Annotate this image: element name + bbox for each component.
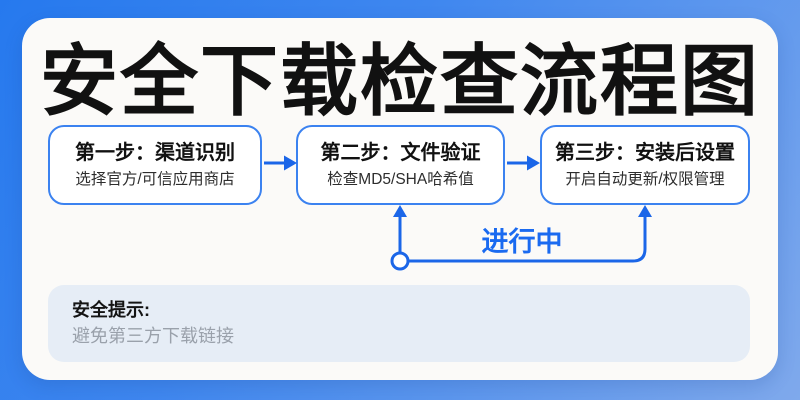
flow-step-1-box: 第一步：渠道识别 选择官方/可信应用商店: [48, 125, 262, 205]
security-note-box: 安全提示: 避免第三方下载链接: [48, 285, 750, 362]
security-note-title: 安全提示:: [72, 300, 150, 320]
flow-step-1-subtitle: 选择官方/可信应用商店: [75, 171, 235, 188]
arrowhead-up-step2-icon: [393, 205, 407, 217]
flow-step-2-subtitle: 检查MD5/SHA哈希值: [327, 171, 474, 188]
arrow-step2-to-step3-icon: [507, 155, 540, 171]
main-card: 安全下载检查流程图 第一步：渠道识别 选择官方/可信应用商店 第二步：文件验证 …: [22, 18, 778, 380]
flow-step-3-subtitle: 开启自动更新/权限管理: [565, 171, 725, 188]
status-label: 进行中: [481, 227, 563, 257]
flow-step-2-title: 第二步：文件验证: [320, 142, 481, 164]
arrowhead-up-step3-icon: [638, 205, 652, 217]
flow-step-3-box: 第三步：安装后设置 开启自动更新/权限管理: [540, 125, 750, 205]
arrow-step1-to-step2-icon: [264, 155, 297, 171]
flow-step-1-title: 第一步：渠道识别: [75, 142, 235, 164]
page-title: 安全下载检查流程图: [39, 37, 760, 125]
security-note-body: 避免第三方下载链接: [72, 326, 234, 346]
flow-step-3-title: 第三步：安装后设置: [555, 142, 735, 164]
flow-step-2-box: 第二步：文件验证 检查MD5/SHA哈希值: [296, 125, 505, 205]
loop-start-node-icon: [390, 251, 410, 271]
